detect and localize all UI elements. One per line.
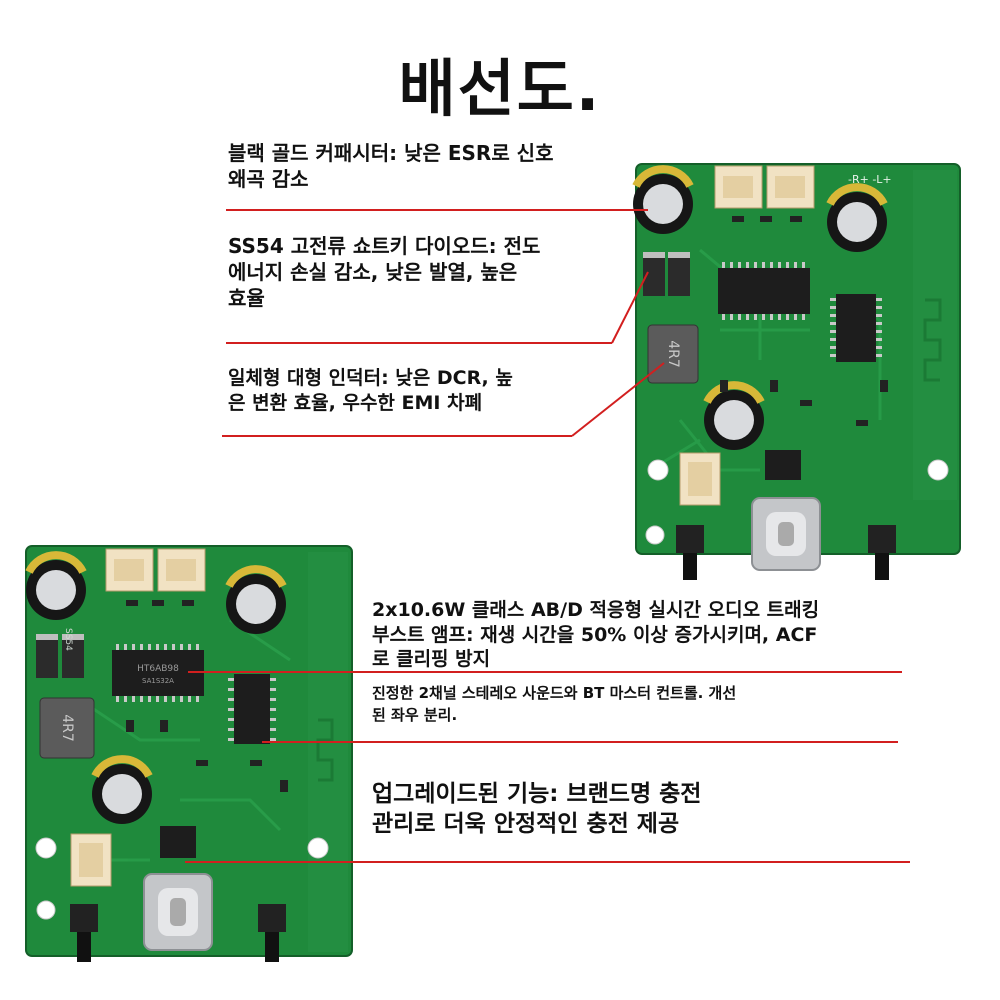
diode-icon [36,634,84,678]
silk-label: -R+ -L+ [848,173,892,186]
inductor-label: 4R7 [59,714,75,742]
diode-icon [643,252,690,296]
annotation-line: 관리로 더욱 안정적인 충전 제공 [372,810,680,837]
annotation-line: 왜곡 감소 [228,167,309,191]
callout-lines [185,209,910,863]
chip-icon: HT6AB98 SA1S32A [112,644,276,858]
annotation-line: 부스트 앰프: 재생 시간을 50% 이상 증가시키며, ACF [372,623,818,646]
annotation-line: SS54 고전류 쇼트키 다이오드: 전도 [228,234,541,258]
capacitor-icon [632,165,888,450]
usb-c-port-icon [751,497,821,571]
annotation-inductor: 일체형 대형 인덕터: 낮은 DCR, 높 은 변환 효율, 우수한 EMI 차… [228,366,558,415]
annotation-amplifier: 2x10.6W 클래스 AB/D 적응형 실시간 오디오 트래킹 부스트 앰프:… [372,598,902,672]
diode-label: SS54 [63,628,73,651]
jst-connector-icon [70,548,206,887]
annotation-charging: 업그레이드된 기능: 브랜드명 충전 관리로 더욱 안정적인 충전 제공 [372,780,852,840]
annotation-line: 효율 [228,286,265,310]
tact-switch-icon [70,904,286,962]
inductor-icon: 4R7 [647,324,699,384]
inductor-icon: 4R7 [39,697,95,759]
annotation-diode: SS54 고전류 쇼트키 다이오드: 전도 에너지 손실 감소, 낮은 발열, … [228,233,628,311]
tact-switch-icon [676,525,896,580]
chip-icon [718,262,882,480]
svg-text:4R7: 4R7 [665,340,681,368]
callout-line-diode-tail [611,271,649,344]
annotation-line: 된 좌우 분리. [372,705,458,724]
pcb-board-bottom: 4R7 HT6AB98 SA1S32A [25,545,353,962]
page-title: 배선도. [398,52,602,125]
annotation-line: 업그레이드된 기능: 브랜드명 충전 [372,781,702,807]
annotation-line: 은 변환 효율, 우수한 EMI 차폐 [228,391,483,414]
annotation-line: 2x10.6W 클래스 AB/D 적응형 실시간 오디오 트래킹 [372,599,820,621]
annotation-line: 블랙 골드 커패시터: 낮은 ESR로 신호 [228,141,554,165]
annotation-capacitor: 블랙 골드 커패시터: 낮은 ESR로 신호 왜곡 감소 [228,140,628,192]
pcb-board-top: 4R7 [632,163,961,580]
ic-label: HT6AB98 [137,664,179,674]
annotation-stereo: 진정한 2채널 스테레오 사운드와 BT 마스터 컨트롤. 개선 된 좌우 분리… [372,683,862,727]
usb-c-port-icon [143,873,213,951]
annotation-line: 일체형 대형 인덕터: 낮은 DCR, 높 [228,367,513,389]
jst-connector-icon [679,165,815,506]
callout-line-inductor-tail [571,362,665,437]
ic-sub-label: SA1S32A [142,677,174,685]
annotation-line: 진정한 2채널 스테레오 사운드와 BT 마스터 컨트롤. 개선 [372,684,737,702]
annotation-line: 에너지 손실 감소, 낮은 발열, 높은 [228,260,518,284]
annotation-line: 로 클리핑 방지 [372,648,491,671]
capacitor-icon [25,551,287,824]
